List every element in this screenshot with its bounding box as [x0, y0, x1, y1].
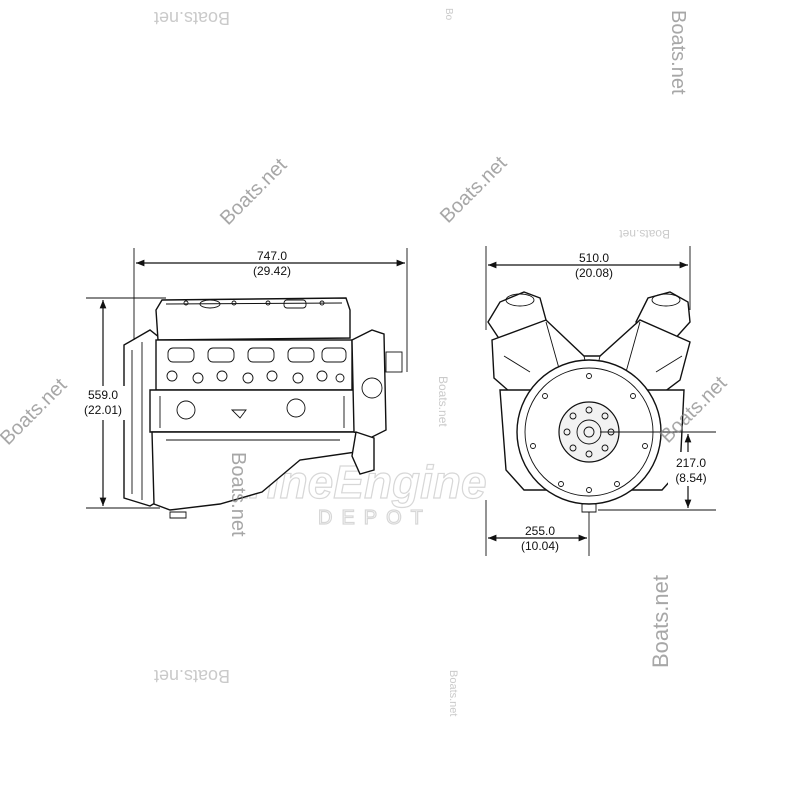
- engine-block: [149, 389, 357, 433]
- side-width-mm-label: 747.0: [257, 249, 287, 263]
- watermark-front-top: Boats.net: [619, 227, 670, 241]
- watermark-mid-left: Boats.net: [216, 154, 292, 230]
- front-cover: [351, 431, 375, 475]
- valve-cover: [155, 297, 351, 341]
- engine-side-view: [123, 297, 403, 519]
- crank-height-in-label: (8.54): [675, 471, 706, 485]
- watermark-bottom-left: Boats.net: [154, 666, 230, 686]
- watermark-center-vertical: Boats.net: [436, 376, 450, 427]
- side-height-mm-label: 559.0: [88, 388, 118, 402]
- watermark-bottom-center: Boats.net: [447, 670, 459, 716]
- flywheel-perimeter-holes: [530, 373, 648, 493]
- front-width-mm-label: 510.0: [579, 251, 609, 265]
- front-width-dimension: 510.0 (20.08): [485, 246, 691, 330]
- watermark-top-center: Bo: [443, 8, 454, 21]
- watermark-mid-center: Boats.net: [436, 152, 512, 228]
- head-bolts: [166, 370, 345, 384]
- water-pump: [351, 329, 387, 439]
- crank-offset-dimension: 255.0 (10.04): [485, 500, 590, 556]
- crank-height-dimension: 217.0 (8.54): [598, 431, 716, 511]
- watermark-top-right: Boats.net: [667, 10, 689, 95]
- cylinder-heads: [491, 319, 691, 393]
- crank-offset-mm-label: 255.0: [525, 524, 555, 538]
- watermark-far-left: Boats.net: [0, 374, 72, 450]
- cylinder-head: [155, 339, 353, 391]
- side-height-in-label: (22.01): [84, 403, 122, 417]
- side-width-dimension: 747.0 (29.42): [133, 248, 408, 372]
- intake-ports: [167, 347, 347, 363]
- pulley-hub: [385, 351, 403, 373]
- front-width-in-label: (20.08): [575, 266, 613, 280]
- crank-height-mm-label: 217.0: [676, 456, 706, 470]
- crank-offset-in-label: (10.04): [521, 539, 559, 553]
- depot-logo-bottom-text: DEPOT: [318, 507, 432, 529]
- engine-front-view: [487, 291, 691, 513]
- side-height-dimension: 559.0 (22.01): [78, 297, 166, 509]
- watermark-side-engine: Boats.net: [227, 452, 249, 537]
- watermark-bottom-right: Boats.net: [648, 575, 673, 668]
- side-width-in-label: (29.42): [253, 264, 291, 278]
- watermark-top-left: Boats.net: [154, 8, 230, 28]
